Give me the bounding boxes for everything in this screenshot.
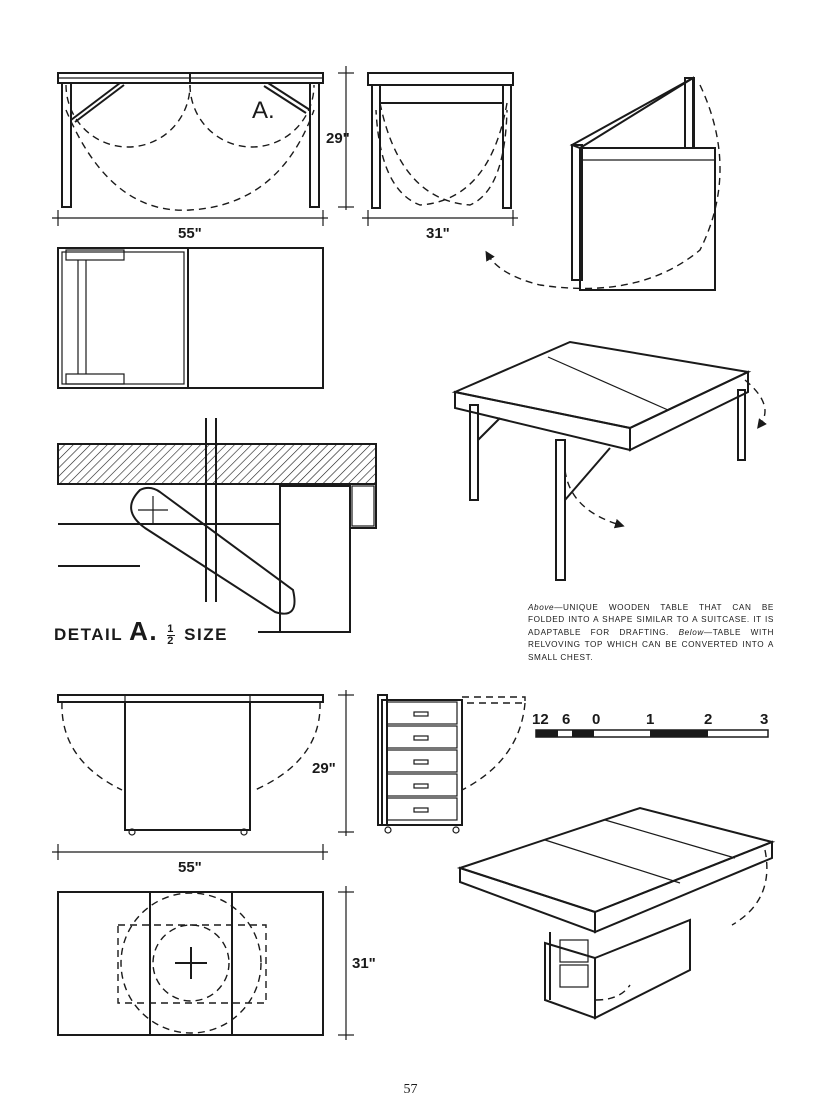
caption-lead-above: Above	[528, 603, 555, 612]
scale-bar: 12 6 0 1 2 3	[532, 711, 769, 738]
dimension-width-top: 55"	[178, 225, 202, 242]
scale-label-3: 3	[760, 711, 768, 728]
perspective-chest-table	[456, 806, 776, 1020]
caption-text-above: —UNIQUE WOODEN TABLE THAT CAN BE FOLDED …	[528, 603, 774, 637]
detail-a-drawing	[57, 418, 377, 633]
detail-label-letter: A.	[129, 616, 159, 646]
side-elevation-folding-table: 31"	[362, 72, 518, 242]
front-elevation-folding-table: A. 55" 29"	[52, 66, 354, 242]
plan-view-revolving-top: 31"	[57, 886, 376, 1040]
folded-suitcase-view	[485, 76, 721, 291]
dimension-height-bottom: 29"	[312, 760, 336, 777]
perspective-folding-table	[451, 340, 767, 581]
scale-label-6: 6	[562, 711, 570, 728]
detail-label-suffix: SIZE	[184, 625, 228, 644]
figure-caption: Above—UNIQUE WOODEN TABLE THAT CAN BE FO…	[528, 602, 774, 664]
scale-label-2: 2	[704, 711, 712, 728]
chest-side-view	[377, 694, 526, 834]
front-elevation-chest-table: 29" 55"	[52, 690, 354, 876]
dimension-depth-bottom: 31"	[352, 955, 376, 972]
caption-lead-below: Below	[678, 627, 704, 637]
page-number: 57	[403, 1082, 418, 1097]
scale-label-12: 12	[532, 711, 549, 728]
detail-label-prefix: DETAIL	[54, 625, 123, 644]
caption-text-below: —TABLE WITH RELVOVING TOP WHICH CAN BE C…	[528, 627, 774, 662]
scale-label-0: 0	[592, 711, 600, 728]
dimension-height-top: 29"	[326, 130, 350, 147]
dimension-depth-top: 31"	[426, 225, 450, 242]
detail-marker-a: A.	[252, 97, 275, 124]
fraction-denominator: 2	[167, 635, 175, 648]
detail-a-label: DETAIL A. 1 2 SIZE	[54, 616, 228, 647]
detail-label-fraction: 1 2	[167, 624, 175, 647]
plan-view-folding-table	[57, 247, 324, 389]
fraction-numerator: 1	[167, 623, 175, 636]
dimension-width-bottom: 55"	[178, 859, 202, 876]
scale-label-1: 1	[646, 711, 654, 728]
